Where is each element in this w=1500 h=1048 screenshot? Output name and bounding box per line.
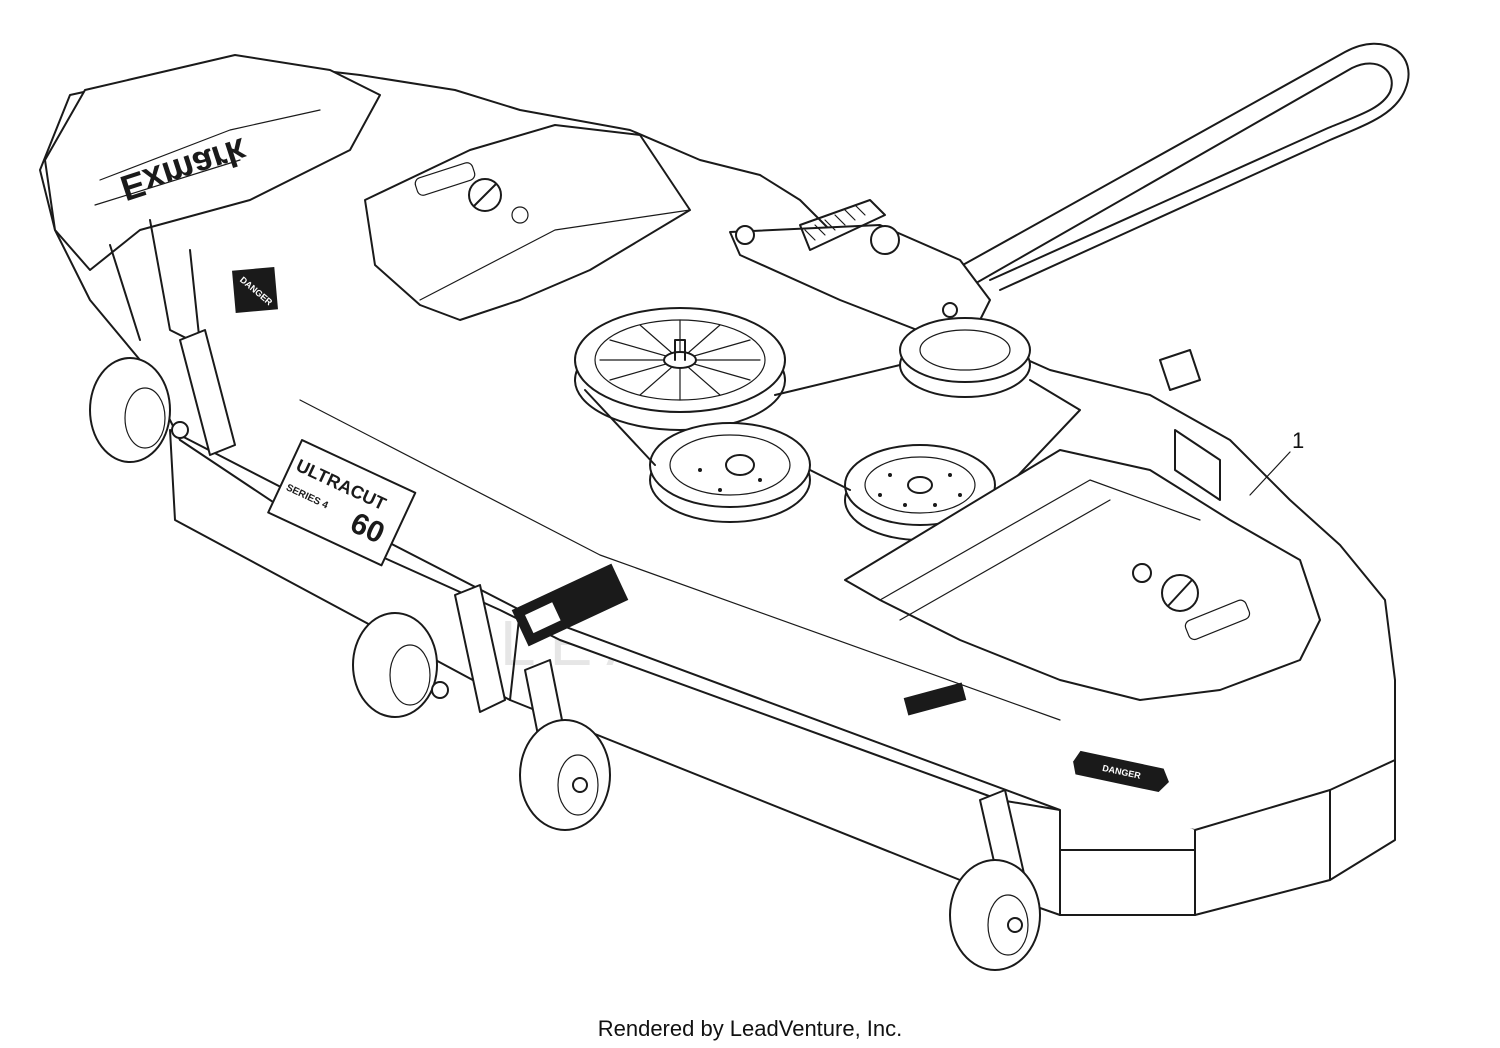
rear-bracket-right [1159, 349, 1221, 501]
logo-housing: Exmark [44, 54, 381, 346]
center-pulley [649, 422, 811, 523]
caster-wheel-4 [949, 859, 1041, 971]
danger-decal-right: DANGER [1073, 750, 1169, 793]
caster-wheel-2 [352, 612, 449, 718]
callout-label: 1 [1292, 428, 1304, 453]
callout-1: 1 [1249, 428, 1304, 496]
info-decal-front [511, 563, 629, 647]
idler-pulley [899, 317, 1031, 398]
footer-credit: Rendered by LeadVenture, Inc. [597, 1016, 903, 1041]
spoked-pulley [574, 307, 786, 431]
right-belt-cover [844, 449, 1321, 701]
caster-wheel-3 [519, 719, 611, 831]
drive-belt [899, 42, 1410, 319]
info-decal-right [903, 682, 967, 716]
left-belt-cover [364, 124, 691, 321]
danger-decal-left: DANGER [232, 267, 278, 313]
caster-wheel-1 [89, 357, 189, 463]
deck-badge: ULTRACUT 60 SERIES 4 [267, 439, 417, 567]
